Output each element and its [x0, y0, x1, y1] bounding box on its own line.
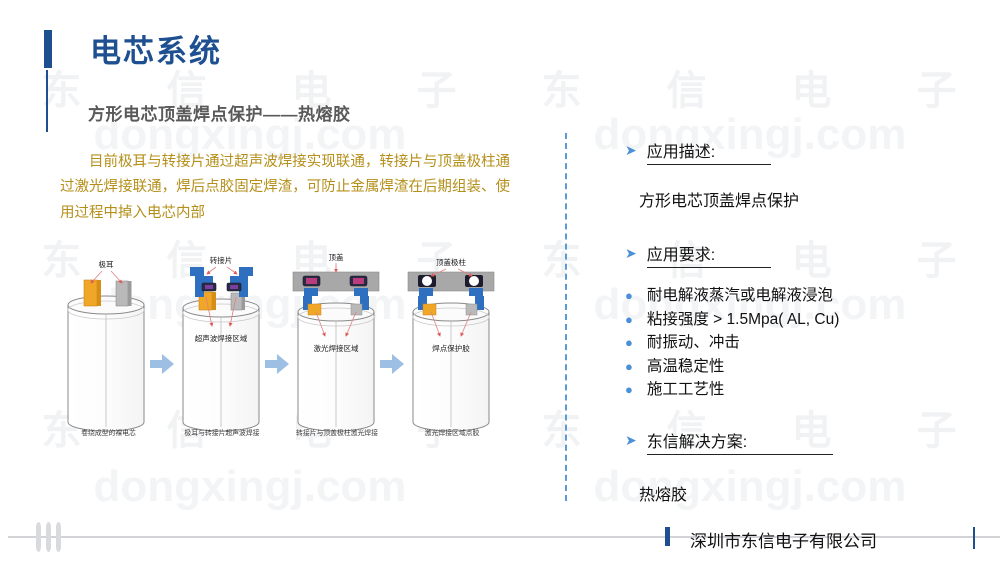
section-solution: ➤ 东信解决方案:	[625, 428, 985, 455]
section-heading: 应用描述:	[646, 138, 772, 165]
section-heading: 东信解决方案:	[646, 428, 834, 455]
bullet-dot-icon: ●	[625, 311, 633, 327]
section-heading: 应用要求:	[646, 241, 772, 268]
chevron-right-icon: ➤	[625, 245, 637, 261]
list-item: ● 施工工艺性	[625, 378, 985, 402]
watermark-cn-char: 子	[416, 69, 459, 113]
step-caption: 卷绕成型的裸电芯	[81, 428, 136, 437]
diagram-label: 转接片	[210, 255, 233, 265]
diagram-label: 激光焊接区域	[314, 343, 359, 353]
list-item: ● 高温稳定性	[625, 355, 985, 379]
diagram-label: 超声波焊接区域	[195, 333, 248, 343]
step-caption: 激光焊接区域点胶	[424, 428, 480, 437]
footer-tick-right-icon	[973, 527, 975, 549]
process-arrow-icon	[380, 354, 404, 374]
process-arrow-icon	[150, 354, 174, 374]
diagram-step-2: 转接片 超声波焊接区域	[182, 255, 260, 432]
page-subtitle: 方形电芯顶盖焊点保护——热熔胶	[88, 105, 351, 124]
bullet-dot-icon: ●	[625, 335, 633, 351]
section-application-description: ➤ 应用描述:	[625, 138, 985, 165]
application-description-body: 方形电芯顶盖焊点保护	[639, 193, 800, 210]
diagram-step-3: 顶盖 激光焊接区域	[292, 252, 380, 432]
diagram-label: 焊点保护胶	[432, 343, 470, 353]
bullet-dot-icon: ●	[625, 358, 633, 374]
process-diagram-svg: 极耳	[67, 252, 495, 432]
footer-rule	[8, 536, 1000, 538]
bullet-dot-icon: ●	[625, 382, 633, 398]
column-divider	[565, 133, 567, 501]
process-diagram: 极耳	[50, 250, 530, 455]
watermark-cn-char: 东	[541, 239, 584, 283]
watermark-cn-char: 电	[791, 69, 834, 113]
diagram-step-1: 极耳	[67, 259, 145, 432]
watermark-en-text: dongxingj.com	[93, 462, 407, 511]
page-title: 电芯系统	[90, 34, 222, 69]
requirement-text: 高温稳定性	[646, 357, 725, 375]
requirements-list: ● 耐电解液蒸汽或电解液浸泡 ● 粘接强度 > 1.5Mpa( AL, Cu) …	[625, 284, 985, 402]
footer-tick-left-icon	[665, 527, 670, 546]
footer-decoration-icon	[36, 522, 61, 552]
diagram-label: 顶盖	[329, 252, 344, 262]
watermark-cn-char: 子	[916, 69, 959, 113]
list-item: ● 粘接强度 > 1.5Mpa( AL, Cu)	[625, 308, 985, 332]
title-accent-bar	[44, 30, 52, 68]
requirement-text: 耐振动、冲击	[646, 334, 740, 352]
watermark-cn-char: 东	[541, 409, 584, 453]
solution-body: 热熔胶	[639, 486, 688, 504]
watermark-cn-char: 东	[541, 69, 584, 113]
list-item: ● 耐电解液蒸汽或电解液浸泡	[625, 284, 985, 308]
chevron-right-icon: ➤	[625, 431, 637, 448]
bullet-dot-icon: ●	[625, 288, 633, 303]
process-arrow-icon	[265, 354, 289, 374]
description-paragraph: 目前极耳与转接片通过超声波焊接实现联通，转接片与顶盖极柱通过激光焊接联通，焊后点…	[60, 154, 510, 221]
diagram-step-4: 顶盖极柱 焊点保护胶	[407, 257, 495, 432]
section-application-requirements: ➤ 应用要求:	[625, 241, 985, 268]
requirement-text: 粘接强度 > 1.5Mpa( AL, Cu)	[646, 310, 840, 328]
title-accent-rule	[46, 70, 48, 132]
footer-company-name: 深圳市东信电子有限公司	[690, 532, 877, 551]
diagram-label: 极耳	[99, 259, 114, 269]
requirement-text: 施工工艺性	[646, 381, 725, 399]
step-caption: 极耳与转接片超声波焊接	[184, 428, 260, 437]
chevron-right-icon: ➤	[625, 142, 637, 158]
diagram-label: 顶盖极柱	[436, 257, 466, 267]
requirement-text: 耐电解液蒸汽或电解液浸泡	[646, 287, 833, 304]
step-caption: 转接片与顶盖极柱激光焊接	[296, 428, 378, 437]
list-item: ● 耐振动、冲击	[625, 331, 985, 355]
right-panel: ➤ 应用描述: 方形电芯顶盖焊点保护 ➤ 应用要求: ● 耐电解液蒸汽或电解液浸…	[625, 138, 985, 505]
watermark-cn-char: 信	[666, 69, 709, 113]
